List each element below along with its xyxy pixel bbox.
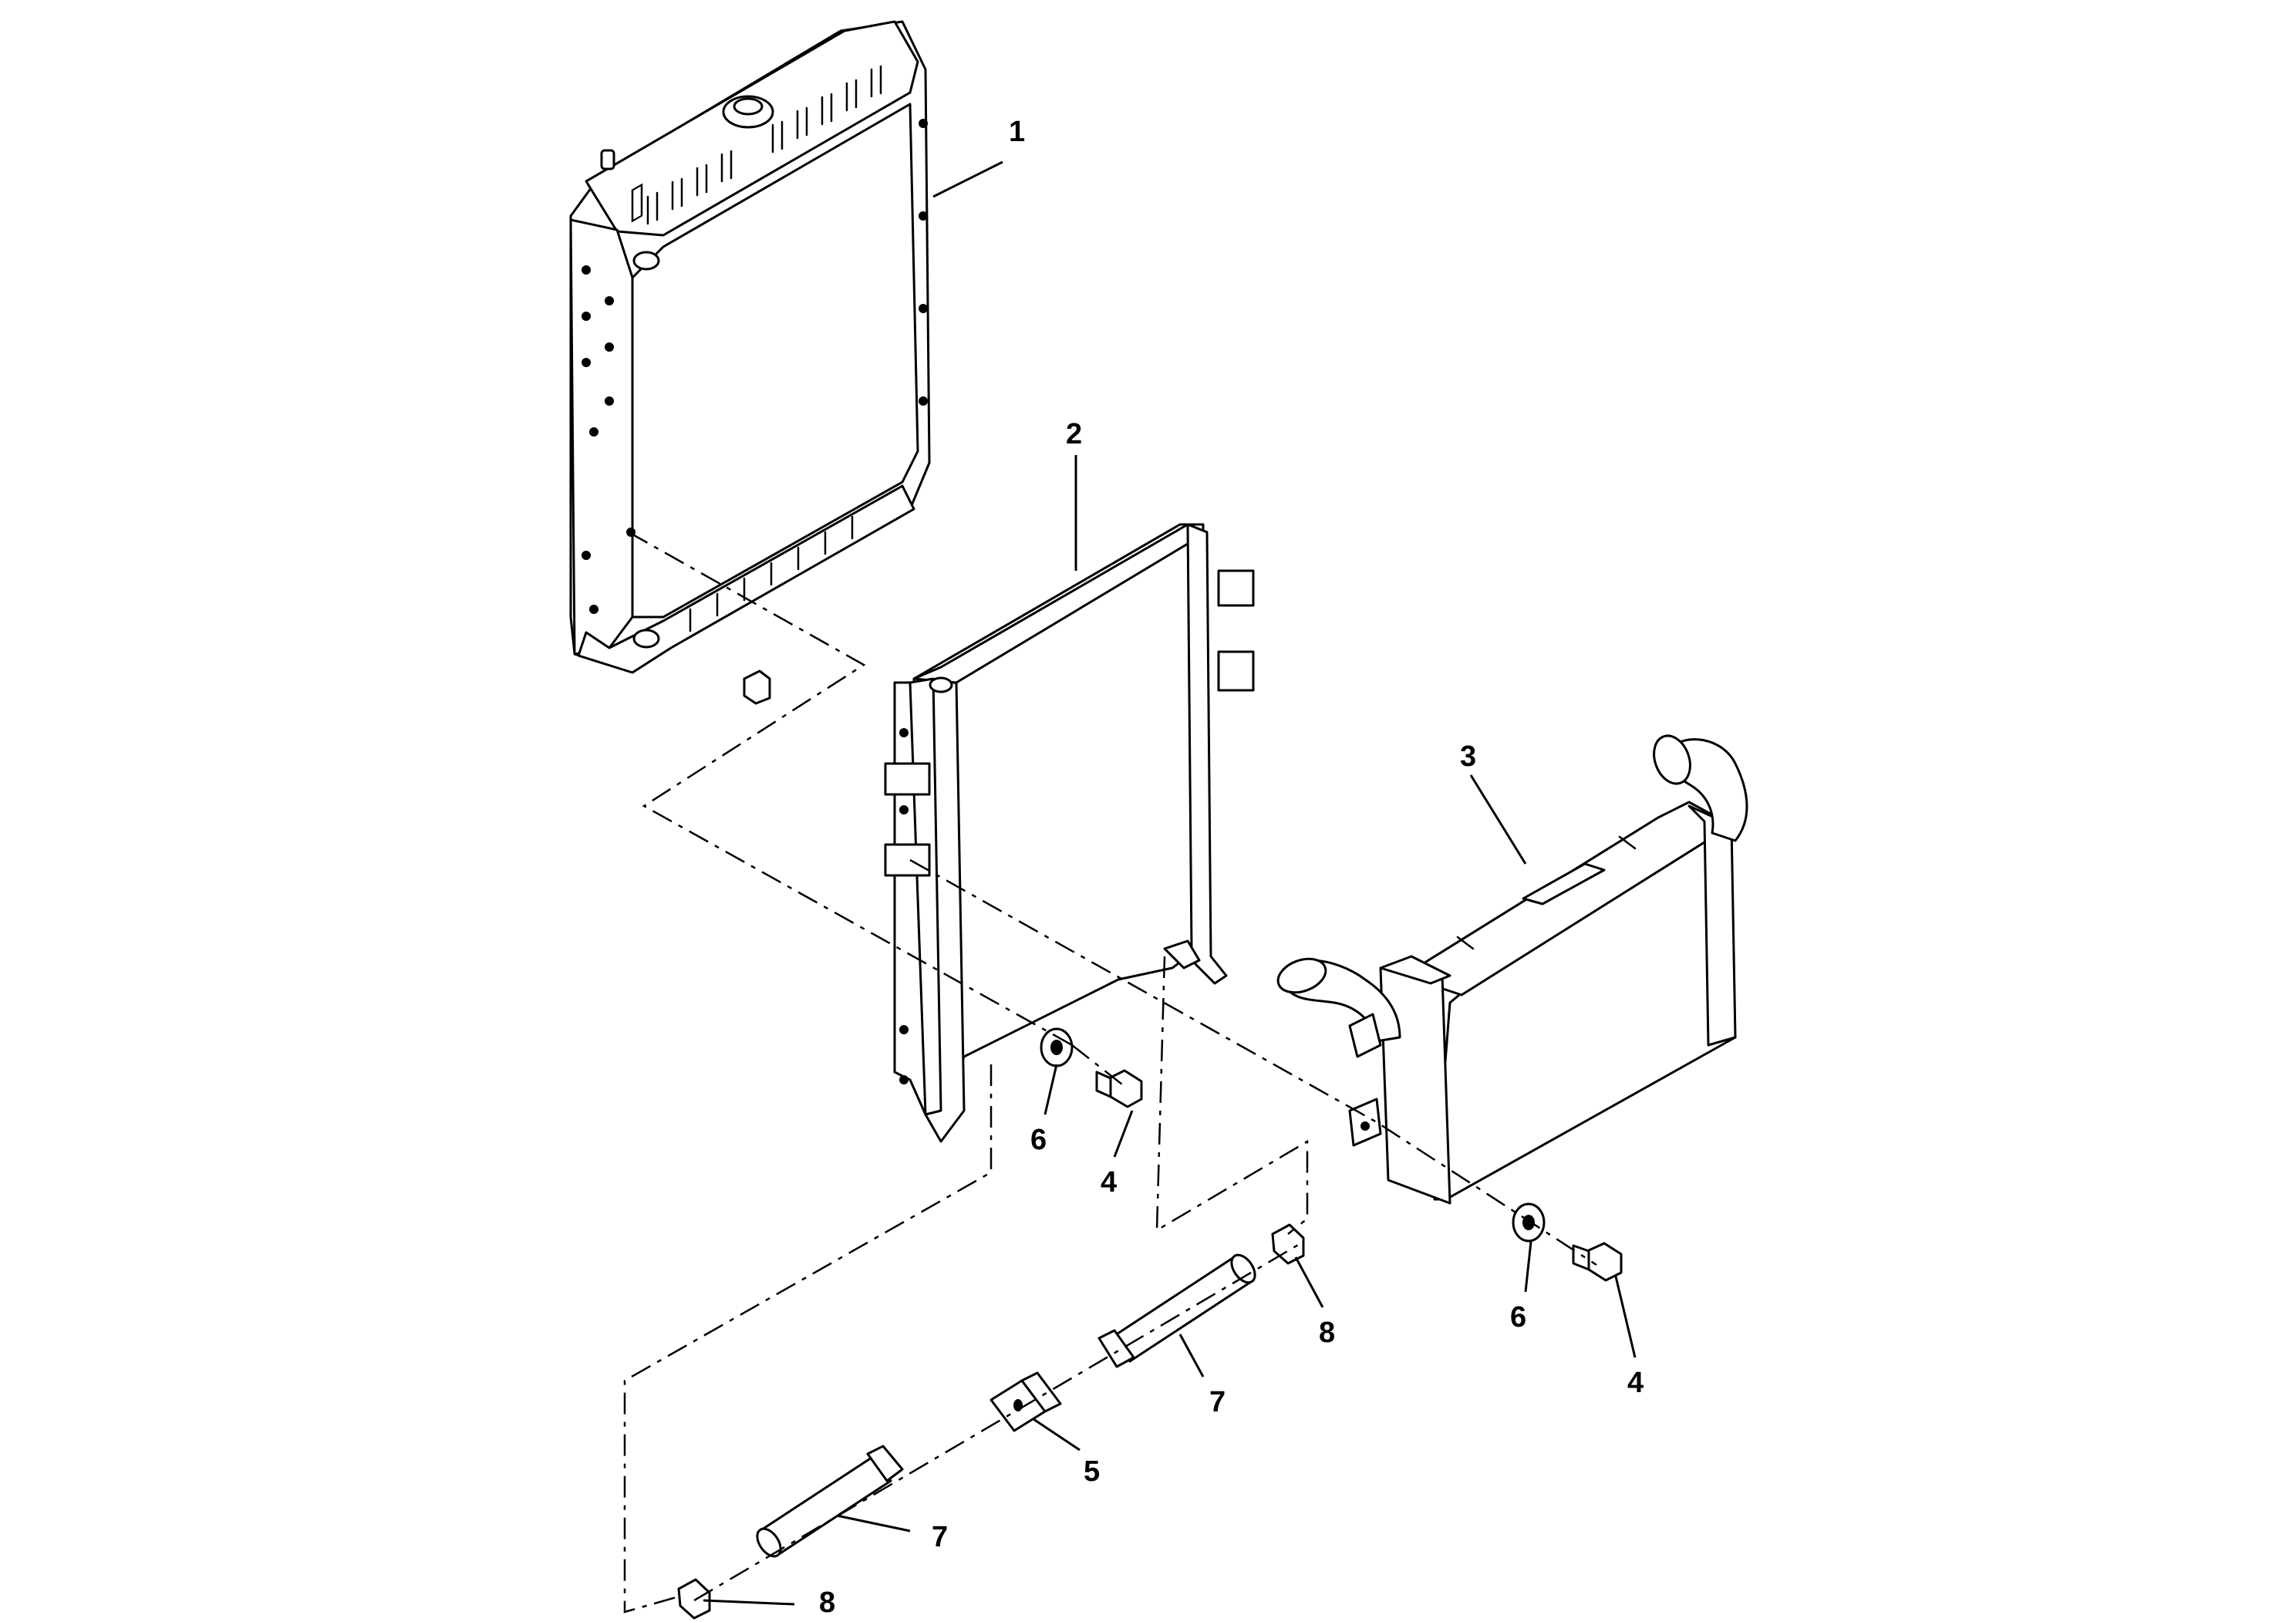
- callout-7-lower: 7: [932, 1521, 948, 1553]
- oil-cooler: [884, 523, 1255, 1143]
- callout-7-upper: 7: [1209, 1386, 1226, 1418]
- callout-6-right: 6: [1510, 1301, 1526, 1334]
- clip-lower: [677, 1578, 711, 1620]
- callouts: 1 2 3 4 4 5 6 6 7 7 8 8: [819, 116, 1644, 1619]
- callout-5: 5: [1084, 1455, 1100, 1488]
- callout-4-left: 4: [1101, 1166, 1117, 1199]
- bolt-left: [1095, 1069, 1143, 1108]
- callout-8-lower: 8: [819, 1587, 835, 1619]
- bolt-right: [1572, 1242, 1623, 1282]
- radiator: [569, 20, 931, 705]
- leader-lines: [703, 160, 1637, 1606]
- assembly-lines: [623, 531, 1597, 1614]
- charge-air-cooler: [1276, 734, 1748, 1205]
- callout-3: 3: [1460, 740, 1476, 773]
- callout-8-upper: 8: [1319, 1317, 1335, 1349]
- washer-right: [1512, 1202, 1546, 1243]
- callout-2: 2: [1066, 418, 1082, 450]
- callout-6-left: 6: [1030, 1124, 1047, 1156]
- callout-1: 1: [1009, 116, 1025, 148]
- hose-upper: [1097, 1253, 1256, 1368]
- hose-lower: [756, 1445, 904, 1558]
- washer-left: [1040, 1027, 1074, 1067]
- adapter-fitting: [990, 1371, 1062, 1432]
- callout-4-right: 4: [1627, 1367, 1644, 1399]
- clip-upper: [1271, 1223, 1305, 1265]
